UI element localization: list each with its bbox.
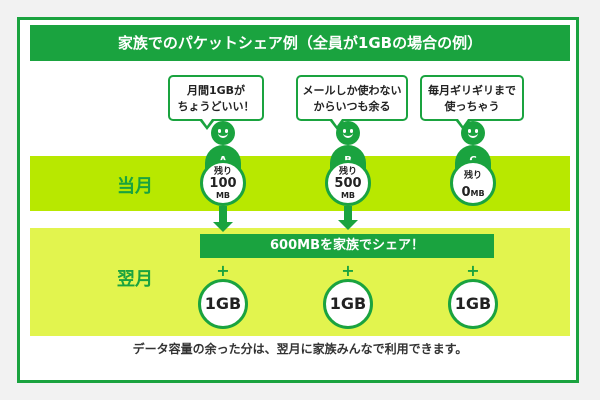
- next-month-c: 1GB: [448, 279, 498, 329]
- plus-a-icon: +: [216, 261, 230, 280]
- remaining-b: 残り 500 MB: [325, 160, 371, 206]
- plus-c-icon: +: [466, 261, 480, 280]
- share-banner: 600MBを家族でシェア！: [200, 234, 494, 258]
- speech-bubble-a-tail: [200, 119, 214, 130]
- bubble-a-line-2: ちょうどいい！: [177, 100, 255, 113]
- bubble-b-line-1: メールしか使わない: [302, 84, 402, 97]
- bubble-a-line-1: 月間1GBが: [186, 84, 246, 97]
- remaining-a: 残り 100 MB: [200, 160, 246, 206]
- person-c-head: [461, 121, 485, 145]
- bubble-b-line-2: からいつも余る: [313, 100, 391, 113]
- bubble-c-line-1: 毎月ギリギリまで: [428, 84, 516, 97]
- remaining-c: 残り 0MB: [450, 160, 496, 206]
- person-a-head: [211, 121, 235, 145]
- speech-bubble-b: メールしか使わない からいつも余る: [296, 75, 408, 121]
- bubble-c-line-2: 使っちゃう: [444, 100, 500, 113]
- footer-note: データ容量の余った分は、翌月に家族みんなで利用できます。: [132, 342, 468, 356]
- arrow-a-down-icon: [213, 222, 233, 232]
- person-b-head: [336, 121, 360, 145]
- next-month-a: 1GB: [198, 279, 248, 329]
- title-banner: 家族でのパケットシェア例（全員が1GBの場合の例）: [30, 25, 570, 61]
- speech-bubble-a: 月間1GBが ちょうどいい！: [168, 75, 264, 121]
- arrow-b-down-icon: [338, 220, 358, 230]
- plus-b-icon: +: [341, 261, 355, 280]
- arrow-a-stem: [219, 206, 227, 222]
- next-month-label: 翌月: [117, 269, 153, 290]
- speech-bubble-c: 毎月ギリギリまで 使っちゃう: [420, 75, 524, 121]
- arrow-b-stem: [344, 206, 352, 220]
- next-month-b: 1GB: [323, 279, 373, 329]
- current-month-label: 当月: [117, 176, 153, 197]
